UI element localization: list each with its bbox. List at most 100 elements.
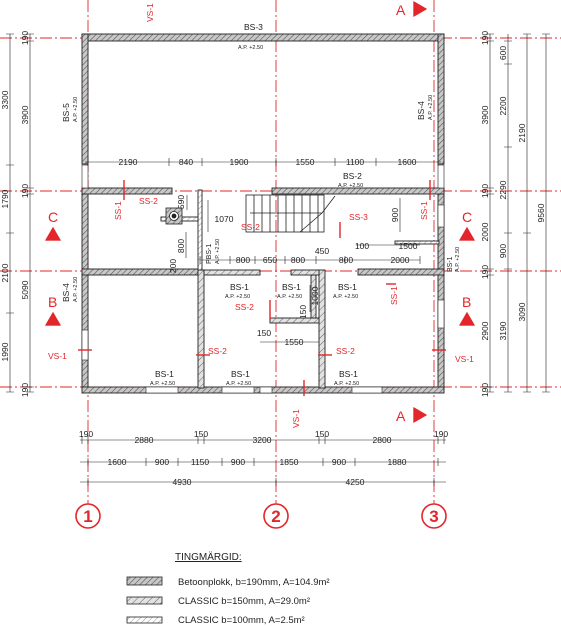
dim-left-inner-3: 5090 [20, 280, 30, 299]
dim-200: 200 [168, 259, 178, 273]
dim-inner-2: 800 [291, 255, 305, 265]
dim-right-inner-4: 190 [480, 265, 490, 279]
staircase [245, 194, 336, 233]
dim-1070: 1070 [215, 214, 234, 224]
beam-label-bs1-e: BS-1 [231, 369, 250, 379]
dim-mid-2: 1150 [191, 457, 210, 467]
beam-label-bs1-b: BS-1 [282, 282, 301, 292]
beam-label-bs1-d: BS-1 [155, 369, 174, 379]
section-label-a-top: A [396, 2, 406, 18]
dim-right-inner-6: 190 [480, 383, 490, 397]
dim-top-0: 190 [79, 429, 93, 439]
mark-ss2-b: SS-2 [241, 222, 260, 232]
chimney [165, 207, 183, 225]
grid-axis-3: 3 [429, 507, 438, 526]
beam-ap-bs5: A.P. +2.50 [73, 97, 79, 122]
dim-mid-3: 900 [231, 457, 245, 467]
mark-ss2-a: SS-2 [139, 196, 158, 206]
dim-bot-1: 4250 [346, 477, 365, 487]
grid-axis-1: 1 [83, 507, 92, 526]
beam-ap-bs4-top: A.P. +2.50 [428, 95, 434, 120]
dim-right-inner-2: 190 [480, 184, 490, 198]
section-label-c-left: C [48, 209, 58, 225]
mark-vs1-bottom: VS-1 [291, 409, 301, 428]
mark-ss2-c: SS-2 [235, 302, 254, 312]
dim-top-6: 190 [434, 429, 448, 439]
dim-top-4: 150 [315, 429, 329, 439]
beam-label-bs4-top: BS-4 [416, 101, 426, 120]
dim-upper-4: 1100 [346, 157, 365, 167]
openings [81, 164, 445, 394]
section-label-c-right: C [462, 209, 472, 225]
legend-title: TINGMÄRGID: [175, 551, 242, 563]
dim-top-2: 150 [194, 429, 208, 439]
dim-inner-0: 800 [236, 255, 250, 265]
dim-right-inner-1: 3900 [480, 105, 490, 124]
beam-label-bs1-c: BS-1 [338, 282, 357, 292]
mark-ss3: SS-3 [349, 212, 368, 222]
mark-ss2-e: SS-2 [336, 346, 355, 356]
dim-mid-4: 1850 [280, 457, 299, 467]
beam-ap-bs1-e: A.P. +2.50 [226, 381, 251, 387]
wall-markers [78, 180, 446, 396]
mark-vs1-top: VS-1 [145, 3, 155, 22]
dim-upper-1: 840 [179, 157, 193, 167]
dim-top-3: 3200 [253, 435, 272, 445]
dim-left-outer-0: 3300 [0, 90, 10, 109]
dim-right-outer-1: 2190 [517, 123, 527, 142]
dim-right-inner-3: 2000 [480, 222, 490, 241]
mark-vs1-left: VS-1 [48, 351, 67, 361]
beam-label-bs1-a: BS-1 [230, 282, 249, 292]
grid-axis-2: 2 [271, 507, 280, 526]
dim-100: 100 [355, 241, 369, 251]
dim-800-v: 800 [176, 239, 186, 253]
dim-bot-0: 4930 [173, 477, 192, 487]
dim-right-mid-0: 600 [498, 46, 508, 60]
mark-ss2-d: SS-2 [208, 346, 227, 356]
mark-ss1-left: SS-1 [113, 201, 123, 220]
dim-left-outer-2: 2100 [0, 263, 10, 282]
dim-right-mid-2: 2290 [498, 180, 508, 199]
beam-ap-bs1-b: A.P. +2.50 [277, 294, 302, 300]
beam-label-bs5: BS-5 [61, 103, 71, 122]
grid-bubbles [75, 503, 447, 529]
beam-ap-bs1-right: A.P. +2.50 [455, 247, 461, 272]
legend-swatch-classic150 [126, 596, 163, 605]
dim-1550: 1550 [285, 337, 304, 347]
dim-mid-6: 1880 [388, 457, 407, 467]
beam-ap-bs1-a: A.P. +2.50 [225, 294, 250, 300]
dim-150-v: 150 [298, 305, 308, 319]
section-label-a-bottom: A [396, 408, 406, 424]
dim-right-mid-1: 2200 [498, 96, 508, 115]
legend-item-classic100: CLASSIC b=100mm, A=2.5m² [178, 615, 305, 626]
dim-150: 150 [257, 328, 271, 338]
legend-swatch-classic100 [126, 616, 163, 624]
beam-label-pbs1: PBS-1 [206, 244, 213, 264]
dim-mid-5: 900 [332, 457, 346, 467]
dim-right-outer-2: 3090 [517, 302, 527, 321]
dim-mid-0: 1600 [108, 457, 127, 467]
dim-left-inner-1: 3900 [20, 105, 30, 124]
beam-label-bs4-left: BS-4 [61, 283, 71, 302]
dim-left-inner-2: 190 [20, 184, 30, 198]
beam-ap-bs1-c: A.P. +2.50 [333, 294, 358, 300]
legend-item-classic150: CLASSIC b=150mm, A=29.0m² [178, 596, 310, 607]
dim-left-inner-0: 190 [20, 31, 30, 45]
beam-label-bs3: BS-3 [244, 22, 263, 32]
dim-top-5: 2800 [373, 435, 392, 445]
dim-left-inner-4: 190 [20, 383, 30, 397]
dim-450: 450 [315, 246, 329, 256]
dim-upper-0: 2190 [119, 157, 138, 167]
dim-upper-2: 1900 [230, 157, 249, 167]
section-label-b-right: B [462, 294, 471, 310]
dim-mid-1: 900 [155, 457, 169, 467]
mark-ss1-right: SS-1 [419, 201, 429, 220]
beam-ap-bs1-d: A.P. +2.50 [150, 381, 175, 387]
dim-inner-4: 2000 [391, 255, 410, 265]
mark-ss1-mid: SS-1 [389, 286, 399, 305]
dim-left-outer-1: 1790 [0, 189, 10, 208]
dim-1500: 1500 [399, 241, 418, 251]
dim-1000: 1000 [310, 286, 320, 305]
beam-ap-bs2: A.P. +2.50 [338, 183, 363, 189]
